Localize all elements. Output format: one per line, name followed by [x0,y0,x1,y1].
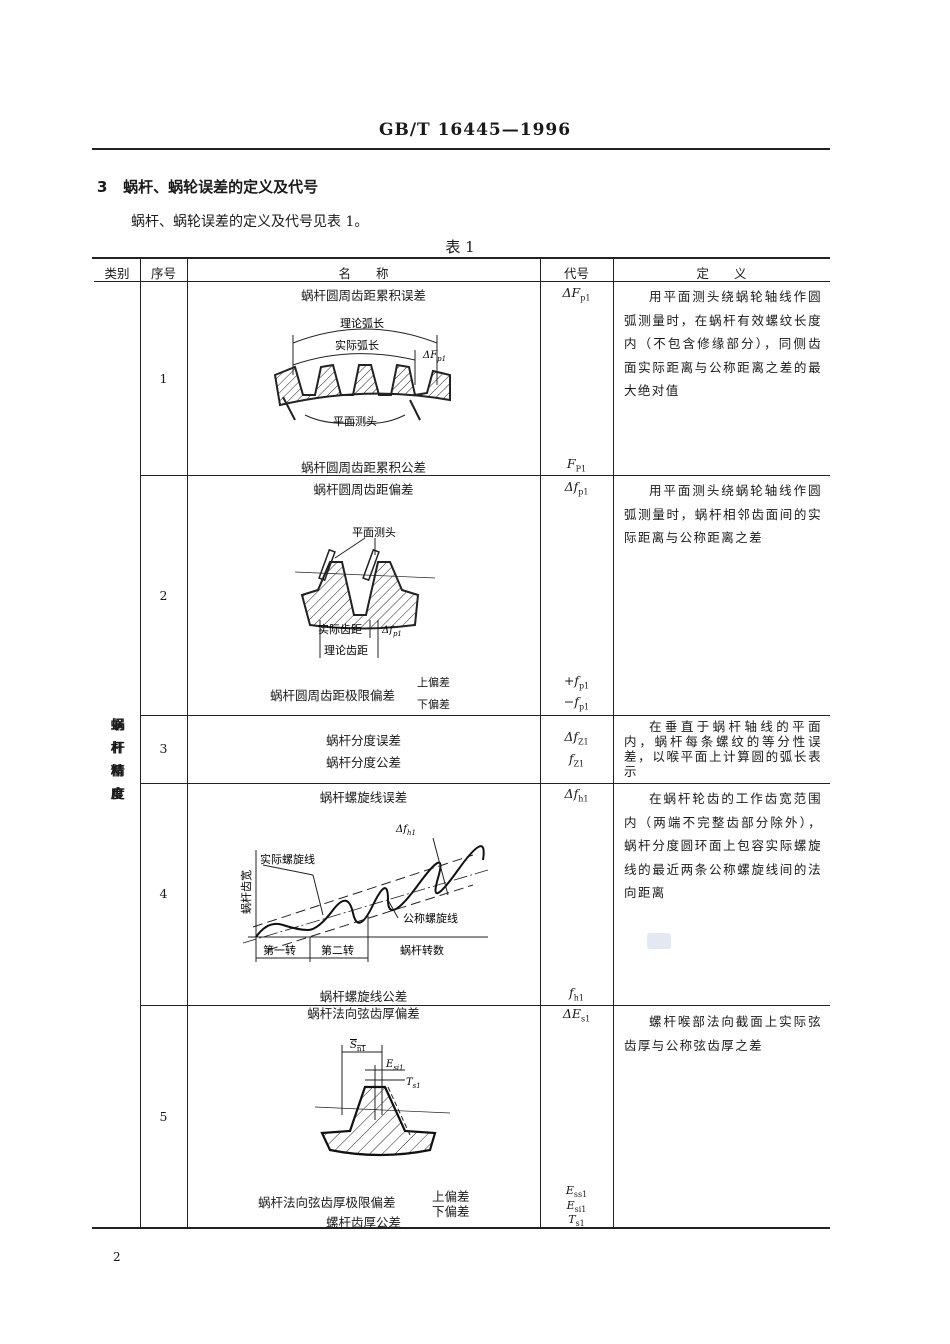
row-tolerance-symbol: fh1 [569,985,584,1003]
row-name: 蜗杆螺旋线误差 [319,790,408,805]
svg-text:实际螺旋线: 实际螺旋线 [260,852,315,866]
upper-symbol: Ess1 [565,1184,588,1200]
row-number: 4 [159,886,168,901]
lower-deviation-label: 下偏差 [432,1204,470,1219]
pitch-deviation-diagram: 平面测头 实际齿距 Δfp1 理论齿距 [294,526,436,658]
category-label-chars: 蜗杆精度 [110,717,124,801]
row-definition: 在垂直于蜗杆轴线的平面内，蜗杆每条螺纹的等分性误差，以喉平面上计算圆的弧长表示 [624,719,822,779]
row-definition: 用平面测头绕蜗轮轴线作圆弧测量时，在蜗杆有效螺纹长度内（不包含修缘部分），同侧齿… [624,289,822,398]
row-number: 2 [159,588,168,603]
row-symbol: Δfp1 [564,479,589,497]
tooth-thickness-diagram: Sn1 Esi1 Ts1 [314,1040,450,1157]
section-number: 3 [97,178,108,196]
row-tolerance-name: 蜗杆分度公差 [325,755,401,770]
upper-deviation-label: 上偏差 [417,676,450,689]
svg-text:Ts1: Ts1 [406,1077,421,1090]
intro-paragraph: 蜗杆、蜗轮误差的定义及代号见表 1。 [131,214,369,230]
row-tolerance-symbol: FP1 [566,456,587,474]
lower-symbol: Esi1 [566,1199,587,1215]
svg-text:第二转: 第二转 [321,943,354,957]
row-definition: 螺杆喉部法向截面上实际弦齿厚与公称弦齿厚之差 [624,1014,822,1053]
section-heading: 3 蜗杆、蜗轮误差的定义及代号 [97,176,318,197]
svg-text:Δfh1: Δfh1 [395,824,416,837]
standard-header: GB/T 16445—1996 [378,120,572,140]
sac-watermark [647,933,671,949]
lower-symbol: −fp1 [563,694,590,712]
row-tolerance-symbol: fZ1 [568,751,585,769]
row-number: 1 [159,371,168,386]
svg-text:第一转: 第一转 [263,943,296,957]
svg-text:实际齿距: 实际齿距 [318,622,362,636]
row-tolerance-name: 蜗杆圆周齿距极限偏差 [270,688,396,703]
section-title: 蜗杆、蜗轮误差的定义及代号 [123,178,319,196]
row-name: 蜗杆圆周齿距累积误差 [300,288,426,303]
helix-error-diagram: 实际螺旋线 蜗杆齿宽 公称螺旋线 第一转 第二转 蜗杆转数 Δfh1 [239,824,489,962]
col-header-symbol: 代号 [563,266,589,281]
svg-text:Δfp1: Δfp1 [381,625,402,638]
table-caption: 表 1 [445,238,475,256]
col-header-number: 序号 [150,266,176,281]
svg-text:ΔFp1: ΔFp1 [422,350,446,363]
row-tolerance-name: 蜗杆圆周齿距累积公差 [300,460,426,475]
svg-text:平面测头: 平面测头 [352,526,396,539]
svg-text:Esi1: Esi1 [385,1059,404,1072]
col-header-definition: 定 义 [696,266,747,281]
row-tolerance-name: 蜗杆螺旋线公差 [319,989,408,1004]
upper-symbol: +fp1 [563,673,590,691]
row-number: 3 [159,741,168,756]
header-rule [92,148,830,150]
row-tolerance-name: 蜗杆法向弦齿厚极限偏差 [258,1195,396,1210]
row-number: 5 [159,1109,168,1124]
col-header-category: 类别 [104,266,130,281]
row-definition: 用平面测头绕蜗轮轴线作圆弧测量时，蜗杆相邻齿面间的实际距离与公称距离之差 [624,483,822,545]
svg-text:Sn1: Sn1 [350,1040,366,1053]
row-tolerance-symbol: Ts1 [568,1213,585,1229]
svg-text:公称螺旋线: 公称螺旋线 [403,911,458,925]
page-number: 2 [113,1250,121,1264]
row-name: 蜗杆圆周齿距偏差 [313,482,414,497]
upper-deviation-label: 上偏差 [432,1189,470,1204]
svg-text:实际弧长: 实际弧长 [335,338,379,352]
col-header-name: 名 称 [338,266,389,281]
row-name: 蜗杆分度误差 [325,733,401,748]
row-name: 蜗杆法向弦齿厚偏差 [307,1006,420,1021]
svg-text:理论齿距: 理论齿距 [324,643,368,657]
category-label: 蜗杆精度 [110,718,125,810]
row-symbol: Δfh1 [564,786,589,804]
row-tolerance-name-2: 螺杆齿厚公差 [325,1215,401,1230]
pitch-accumulation-diagram: 理论弧长 实际弧长 ΔFp1 平面测头 [273,316,451,428]
row-symbol: ΔFp1 [562,285,591,303]
row-definition: 在蜗杆轮齿的工作齿宽范围内（两端不完整齿部分除外），蜗杆分度圆环面上包容实际螺旋… [624,791,822,900]
lower-deviation-label: 下偏差 [417,698,450,711]
row-symbol: ΔfZ1 [564,729,589,747]
svg-text:平面测头: 平面测头 [333,415,377,428]
svg-text:理论弧长: 理论弧长 [340,316,384,330]
row-symbol: ΔEs1 [562,1006,591,1024]
axis-label-tooth-width: 蜗杆齿宽 [239,870,253,914]
svg-text:蜗杆转数: 蜗杆转数 [400,943,444,957]
